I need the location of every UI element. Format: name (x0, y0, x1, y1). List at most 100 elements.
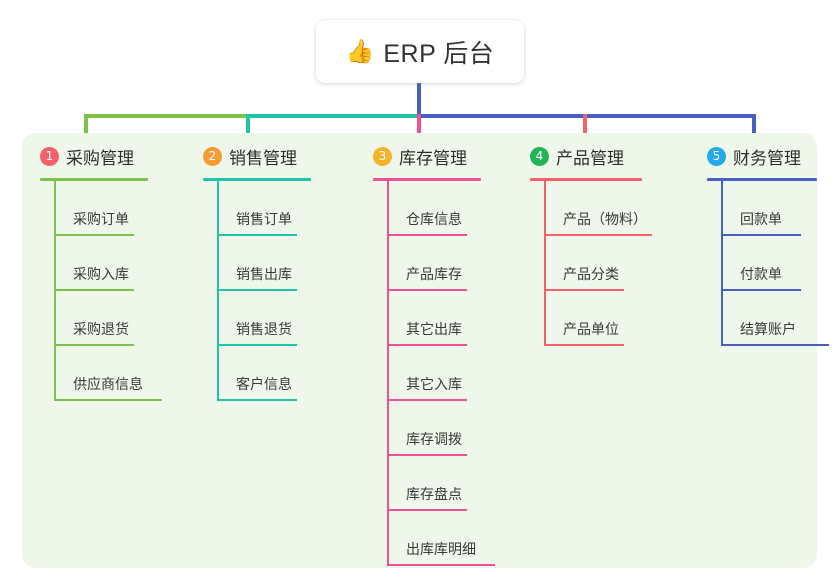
leaf-rule (54, 399, 162, 401)
branch-title-4: 产品管理 (556, 148, 624, 168)
branch-badge-2: 2 (203, 146, 222, 166)
root-node[interactable]: 👍 ERP 后台 (316, 20, 524, 83)
leaf-rule (721, 289, 801, 291)
branch-title-5: 财务管理 (733, 148, 801, 168)
branch-rule-5 (707, 178, 817, 181)
branch-spine-3 (387, 181, 389, 566)
leaf-rule (387, 564, 495, 566)
leaf-rule (217, 289, 297, 291)
leaf-node[interactable]: 产品（物料） (544, 181, 690, 236)
leaf-label: 库存调拨 (406, 431, 462, 447)
branch-badge-1: 1 (40, 146, 59, 166)
leaf-label: 供应商信息 (73, 376, 143, 392)
connector-bus-blue (418, 114, 756, 118)
leaf-rule (387, 509, 467, 511)
branch-spine-1 (54, 181, 56, 401)
leaf-label: 出库库明细 (406, 541, 476, 557)
connector-bus-teal (246, 114, 420, 118)
branch-children-4: 产品（物料） 产品分类 产品单位 (544, 181, 690, 346)
leaf-node[interactable]: 采购订单 (54, 181, 190, 236)
branch-column-3: 3 库存管理 仓库信息 产品库存 其它出库 其它入库 库存调拨 库存盘点 (373, 143, 523, 566)
branch-header-2[interactable]: 2 销售管理 (203, 143, 353, 169)
leaf-node[interactable]: 回款单 (721, 181, 839, 236)
branch-rule-3 (373, 178, 481, 181)
leaf-label: 产品（物料） (563, 211, 647, 227)
branch-header-1[interactable]: 1 采购管理 (40, 143, 190, 169)
leaf-label: 销售退货 (236, 321, 292, 337)
leaf-node[interactable]: 销售订单 (217, 181, 353, 236)
leaf-rule (387, 289, 467, 291)
leaf-label: 其它出库 (406, 321, 462, 337)
branch-column-4: 4 产品管理 产品（物料） 产品分类 产品单位 (530, 143, 690, 346)
branch-badge-3: 3 (373, 146, 392, 166)
branch-column-1: 1 采购管理 采购订单 采购入库 采购退货 供应商信息 (40, 143, 190, 401)
leaf-label: 回款单 (740, 211, 782, 227)
leaf-rule (217, 399, 297, 401)
leaf-node[interactable]: 产品库存 (387, 236, 523, 291)
leaf-label: 结算账户 (740, 321, 796, 337)
leaf-node[interactable]: 其它入库 (387, 346, 523, 401)
leaf-node[interactable]: 客户信息 (217, 346, 353, 401)
leaf-label: 采购退货 (73, 321, 129, 337)
connector-drop-4 (583, 114, 587, 150)
leaf-label: 采购入库 (73, 266, 129, 282)
leaf-node[interactable]: 采购入库 (54, 236, 190, 291)
connector-drop-2 (246, 114, 250, 150)
branch-spine-4 (544, 181, 546, 346)
diagram-panel (22, 133, 817, 568)
leaf-rule (54, 289, 134, 291)
branch-spine-2 (217, 181, 219, 401)
leaf-rule (217, 234, 297, 236)
leaf-rule (387, 234, 467, 236)
branch-children-3: 仓库信息 产品库存 其它出库 其它入库 库存调拨 库存盘点 出库库明细 (387, 181, 523, 566)
branch-badge-5: 5 (707, 146, 726, 166)
leaf-label: 客户信息 (236, 376, 292, 392)
leaf-node[interactable]: 仓库信息 (387, 181, 523, 236)
leaf-node[interactable]: 库存盘点 (387, 456, 523, 511)
branch-title-1: 采购管理 (66, 148, 134, 168)
connector-bus-green (84, 114, 248, 118)
branch-column-2: 2 销售管理 销售订单 销售出库 销售退货 客户信息 (203, 143, 353, 401)
branch-title-2: 销售管理 (229, 148, 297, 168)
leaf-node[interactable]: 产品分类 (544, 236, 690, 291)
leaf-node[interactable]: 销售出库 (217, 236, 353, 291)
leaf-label: 库存盘点 (406, 486, 462, 502)
branch-header-4[interactable]: 4 产品管理 (530, 143, 690, 169)
leaf-node[interactable]: 结算账户 (721, 291, 839, 346)
connector-root-stem (417, 83, 421, 116)
leaf-rule (721, 234, 801, 236)
leaf-node[interactable]: 供应商信息 (54, 346, 190, 401)
leaf-rule (217, 344, 297, 346)
branch-children-2: 销售订单 销售出库 销售退货 客户信息 (217, 181, 353, 401)
connector-drop-1 (84, 114, 88, 150)
leaf-rule (387, 399, 467, 401)
branch-header-5[interactable]: 5 财务管理 (707, 143, 839, 169)
leaf-node[interactable]: 产品单位 (544, 291, 690, 346)
leaf-node[interactable]: 其它出库 (387, 291, 523, 346)
leaf-node[interactable]: 销售退货 (217, 291, 353, 346)
leaf-node[interactable]: 出库库明细 (387, 511, 523, 566)
leaf-rule (54, 344, 134, 346)
branch-header-3[interactable]: 3 库存管理 (373, 143, 523, 169)
leaf-node[interactable]: 采购退货 (54, 291, 190, 346)
leaf-label: 销售出库 (236, 266, 292, 282)
thumbs-up-icon: 👍 (345, 38, 375, 64)
leaf-rule (54, 234, 134, 236)
leaf-label: 产品单位 (563, 321, 619, 337)
leaf-label: 产品库存 (406, 266, 462, 282)
leaf-node[interactable]: 库存调拨 (387, 401, 523, 456)
branch-rule-1 (40, 178, 148, 181)
leaf-label: 其它入库 (406, 376, 462, 392)
branch-rule-2 (203, 178, 311, 181)
leaf-node[interactable]: 付款单 (721, 236, 839, 291)
root-title: ERP 后台 (383, 39, 495, 68)
branch-title-3: 库存管理 (399, 148, 467, 168)
leaf-rule (387, 344, 467, 346)
branch-column-5: 5 财务管理 回款单 付款单 结算账户 (707, 143, 839, 346)
leaf-rule (387, 454, 467, 456)
branch-children-1: 采购订单 采购入库 采购退货 供应商信息 (54, 181, 190, 401)
leaf-rule (544, 289, 624, 291)
leaf-label: 销售订单 (236, 211, 292, 227)
branch-spine-5 (721, 181, 723, 346)
leaf-rule (544, 344, 624, 346)
